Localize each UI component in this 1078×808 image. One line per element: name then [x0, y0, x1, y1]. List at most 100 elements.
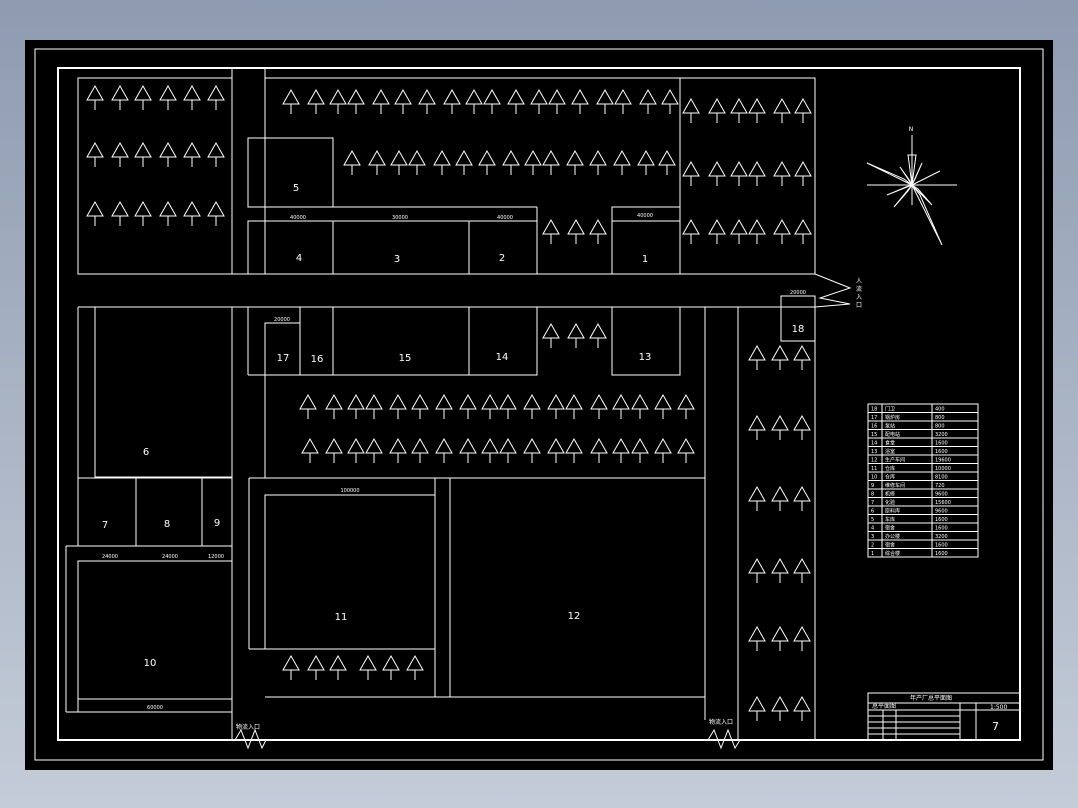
legend-name: 门卫: [885, 406, 895, 413]
legend-no: 3: [871, 534, 874, 540]
legend-no: 5: [871, 517, 874, 523]
legend-name: 车库: [885, 516, 895, 523]
label-9: 9: [214, 518, 220, 529]
legend-no: 2: [871, 543, 874, 549]
dimension-label: 60000: [147, 705, 163, 711]
legend-area: 400: [935, 407, 945, 413]
legend-area: 10000: [935, 466, 951, 472]
building-14: [468, 306, 538, 376]
legend-name: 浴室: [885, 448, 895, 455]
drawing-subtitle: 总平面图: [872, 702, 896, 710]
drawing-scale: 1:500: [990, 704, 1007, 711]
dimension-label: 20000: [790, 290, 806, 296]
label-6: 6: [143, 447, 149, 458]
legend-area: 720: [935, 483, 945, 489]
legend-name: 生产车间: [885, 457, 905, 464]
building-10: [77, 560, 233, 700]
label-11: 11: [335, 612, 348, 623]
legend-name: 办公楼: [885, 533, 900, 540]
legend-area: 1600: [935, 517, 948, 523]
dimension-label: 12000: [208, 554, 224, 560]
label-17: 17: [277, 353, 290, 364]
label-5: 5: [293, 183, 299, 194]
building-6: [94, 306, 233, 478]
legend-name: 宿舍: [885, 542, 895, 549]
dimension-label: 24000: [162, 554, 178, 560]
sheet-number: 7: [992, 720, 999, 733]
north-arrow: [866, 135, 957, 246]
label-1: 1: [642, 254, 648, 265]
trees-layer: [86, 84, 812, 721]
legend-area: 1600: [935, 526, 948, 532]
dimension-label: 20000: [274, 317, 290, 323]
legend-area: 9600: [935, 509, 948, 515]
legend-area: 800: [935, 424, 945, 430]
label-12: 12: [568, 611, 581, 622]
legend-area: 3200: [935, 432, 948, 438]
outer-border: [34, 48, 1044, 761]
title-block: [867, 692, 1021, 741]
legend-no: 6: [871, 509, 874, 515]
logistics-gate-1: [234, 728, 267, 750]
legend-area: 19600: [935, 458, 951, 464]
label-15: 15: [399, 353, 412, 364]
legend-no: 4: [871, 526, 874, 532]
legend-name: 仓库: [885, 465, 895, 472]
label-8: 8: [164, 519, 170, 530]
inner-border: [57, 67, 1021, 741]
legend-area: 1600: [935, 441, 948, 447]
legend-no: 1: [871, 551, 874, 557]
legend-area: 800: [935, 415, 945, 421]
legend-name: 配电站: [885, 431, 900, 438]
label-18: 18: [792, 324, 805, 335]
label-4: 4: [296, 253, 302, 264]
legend-name: 食堂: [885, 440, 895, 447]
legend-name: 化验: [885, 499, 895, 506]
drawing-title: 年产厂总平面图: [910, 694, 952, 702]
site-plan: [65, 68, 852, 740]
legend-no: 17: [871, 415, 877, 421]
legend-name: 机修: [885, 491, 895, 498]
label-16: 16: [311, 354, 324, 365]
legend-area: 9600: [935, 492, 948, 498]
label-7: 7: [102, 520, 108, 531]
main-entrance-char: 入: [856, 294, 862, 301]
legend-no: 11: [871, 466, 877, 472]
legend-name: 维修车间: [885, 482, 905, 489]
drawing-sheet: [25, 40, 1053, 770]
building-labels: 1 2 3 4 5 6 7 8 9 10 11 12 13 14 15 16 1…: [102, 183, 805, 669]
legend-name: 泵站: [885, 423, 895, 430]
dimension-label: 40000: [290, 215, 306, 221]
building-1: [611, 206, 681, 275]
legend-area: 1600: [935, 449, 948, 455]
legend-name: 仓库: [885, 474, 895, 481]
label-3: 3: [394, 254, 400, 265]
north-label: N: [909, 126, 914, 133]
legend-area: 8100: [935, 475, 948, 481]
dimension-label: 30000: [392, 215, 408, 221]
legend-no: 10: [871, 475, 877, 481]
building-12: [449, 477, 706, 698]
legend-name: 综合楼: [885, 550, 900, 557]
dimension-label: 24000: [102, 554, 118, 560]
main-entrance-char: 人: [856, 278, 862, 285]
legend-area: 1600: [935, 543, 948, 549]
legend-no: 14: [871, 441, 877, 447]
label-2: 2: [499, 253, 505, 264]
dimension-label: 40000: [637, 213, 653, 219]
label-13: 13: [639, 352, 652, 363]
legend-name: 原料库: [885, 508, 900, 515]
logistics-entrance-label: 物流入口: [709, 718, 733, 726]
building-13: [611, 306, 681, 376]
label-14: 14: [496, 352, 509, 363]
building-18: [780, 295, 816, 342]
legend-name: 宿舍: [885, 525, 895, 532]
main-entrance-char: 流: [856, 285, 862, 293]
legend-no: 9: [871, 483, 874, 489]
legend-no: 16: [871, 424, 877, 430]
dimension-label: 100000: [340, 488, 359, 494]
legend-no: 8: [871, 492, 874, 498]
logistics-entrance-label: 物流入口: [236, 723, 260, 731]
